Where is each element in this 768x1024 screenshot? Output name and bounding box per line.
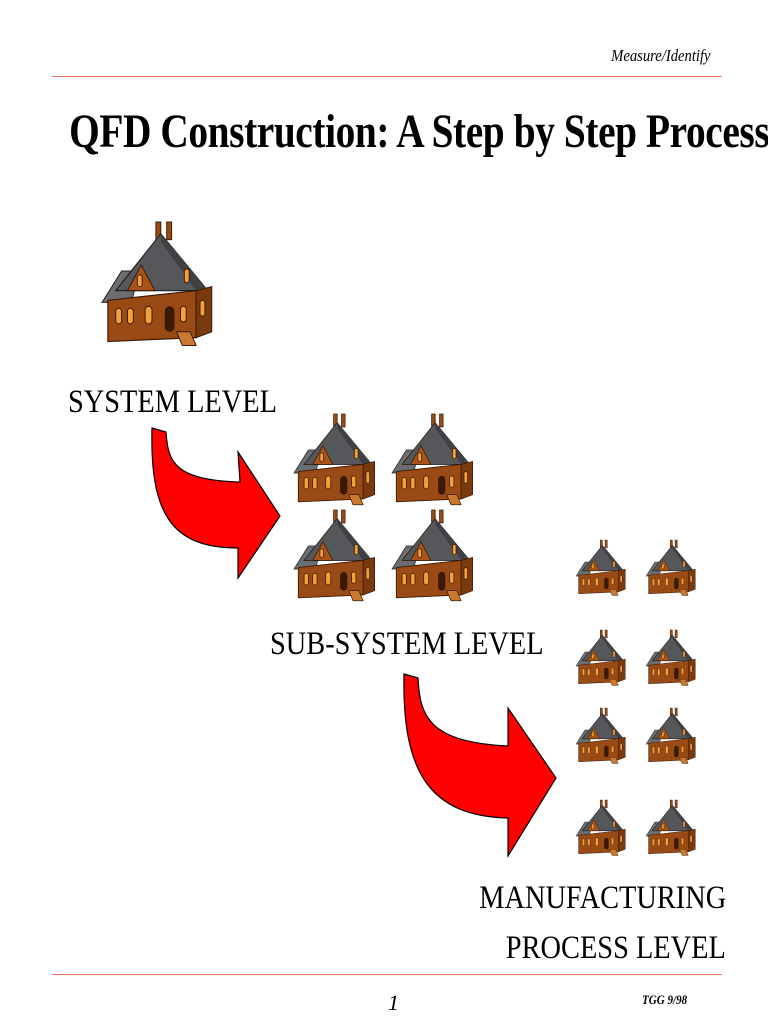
- header-rule: [52, 76, 722, 77]
- subsystem-level-label: SUB-SYSTEM LEVEL: [270, 626, 544, 662]
- house-icon: [575, 629, 626, 686]
- house-icon: [645, 629, 696, 686]
- house-icon: [293, 509, 376, 602]
- house-icon: [645, 707, 696, 764]
- process-level-label: PROCESS LEVEL: [506, 930, 726, 966]
- curved-arrow-icon: [403, 673, 557, 859]
- manufacturing-level-label: MANUFACTURING: [478, 880, 726, 916]
- house-icon: [645, 799, 696, 856]
- house-icon: [645, 539, 696, 596]
- section-label: Measure/Identify: [610, 46, 710, 65]
- page-title: QFD Construction: A Step by Step Process: [69, 105, 768, 158]
- house-icon: [391, 509, 474, 602]
- page-number: 1: [388, 990, 399, 1015]
- house-icon: [293, 413, 376, 506]
- house-icon: [575, 799, 626, 856]
- system-level-label: SYSTEM LEVEL: [68, 384, 277, 420]
- footer-rule: [52, 974, 722, 975]
- curved-arrow-icon: [151, 427, 281, 580]
- footer-code: TGG 9/98: [642, 992, 688, 1007]
- house-icon: [575, 707, 626, 764]
- house-icon: [101, 221, 213, 347]
- house-icon: [575, 539, 626, 596]
- house-icon: [391, 413, 474, 506]
